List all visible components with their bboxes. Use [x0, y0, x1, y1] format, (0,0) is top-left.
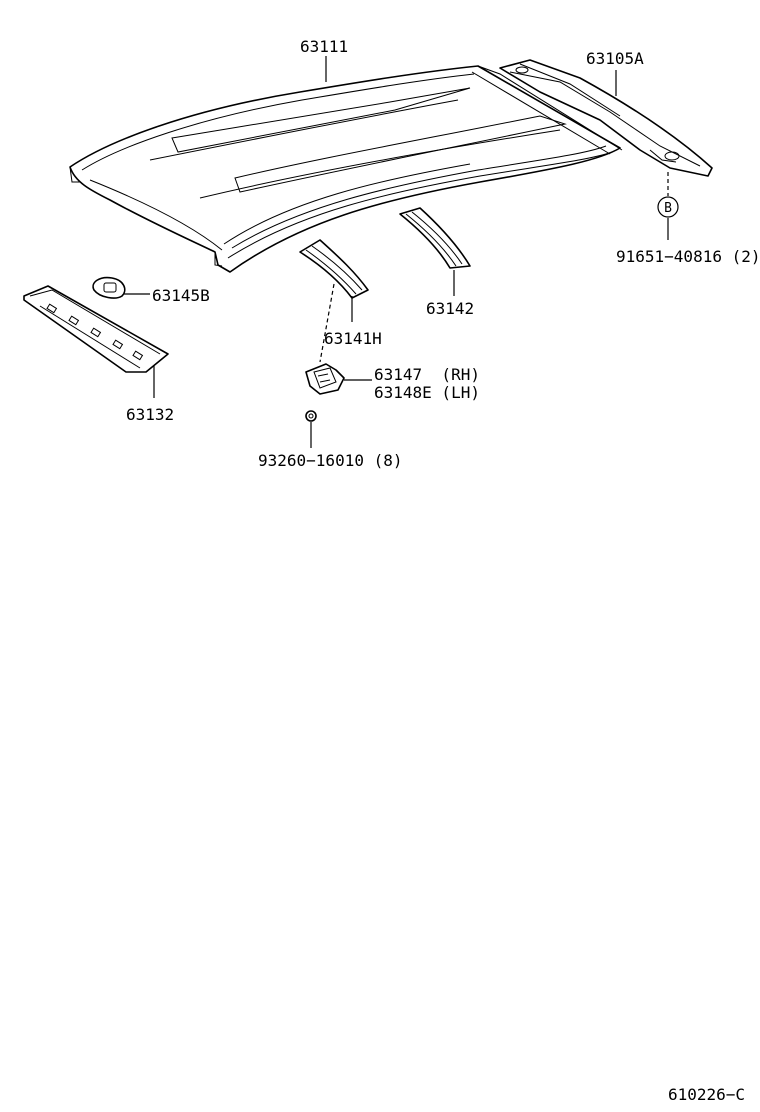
bolt-marker-circle — [657, 196, 679, 218]
bracket-drawing — [305, 363, 345, 395]
label-front-header: 63132 — [126, 405, 174, 424]
leader-lines — [124, 56, 669, 448]
label-bolt: 91651−40816 (2) — [616, 247, 760, 266]
roof-panel-drawing — [69, 65, 623, 273]
label-grommet: 63145B — [152, 286, 210, 305]
label-bracket-lh: 63148E (LH) — [374, 383, 480, 402]
grommet-drawing — [92, 276, 126, 299]
label-roof-bow-front: 63141H — [324, 329, 382, 348]
roof-bow-rear-drawing — [399, 207, 471, 269]
bolt-marker-label: B — [664, 201, 672, 216]
label-roof-panel: 63111 — [300, 37, 348, 56]
label-bracket-rh: 63147 (RH) — [374, 365, 480, 384]
label-clip: 93260−16010 (8) — [258, 451, 403, 470]
label-rear-header: 63105A — [586, 49, 644, 68]
roof-bow-front-drawing — [299, 239, 369, 299]
rear-header-drawing — [499, 59, 713, 177]
clip-drawing — [305, 410, 317, 422]
diagram-code: 610226−C — [668, 1085, 745, 1104]
install-dashed-line — [319, 283, 335, 363]
front-header-drawing — [23, 285, 169, 373]
label-roof-bow-rear: 63142 — [426, 299, 474, 318]
